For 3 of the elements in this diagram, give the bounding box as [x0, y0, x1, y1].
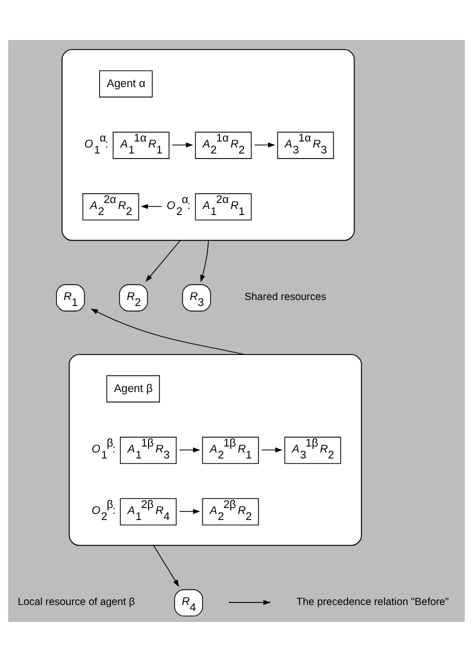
label: Shared resources — [244, 292, 326, 304]
legend-label: The precedence relation "Before" — [296, 597, 449, 608]
label: Local resource of agent β — [18, 597, 135, 608]
